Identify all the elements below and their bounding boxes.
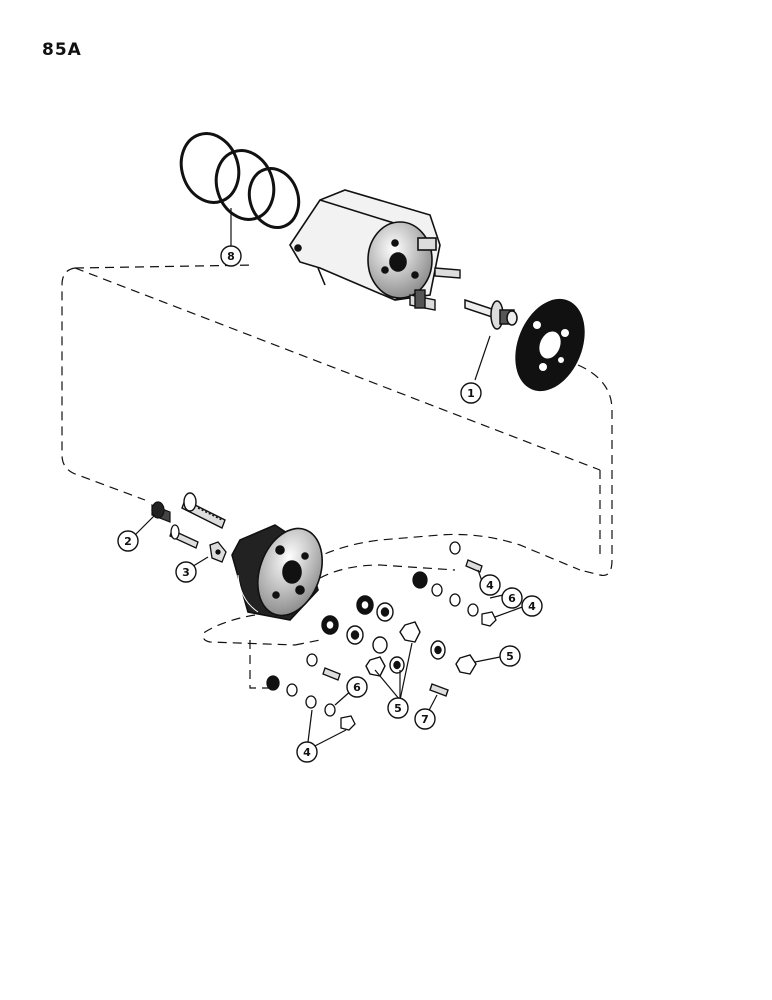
- terminal-stud: [409, 267, 461, 311]
- svg-text:5: 5: [506, 650, 514, 663]
- callout-6-lower: 6: [346, 676, 368, 698]
- svg-text:8: 8: [227, 250, 235, 263]
- callout-4-lower: 4: [296, 741, 318, 763]
- callout-6-upper: 6: [501, 587, 523, 609]
- contact-disc: [515, 298, 585, 392]
- washer-nut-group-upper: [412, 541, 497, 627]
- svg-text:6: 6: [508, 592, 516, 605]
- small-screw: [169, 524, 199, 549]
- callout-8: 8: [220, 245, 242, 267]
- dashed-assembly-line: [61, 264, 613, 689]
- svg-text:2: 2: [124, 535, 132, 548]
- callout-4-upper: 4: [479, 574, 501, 596]
- callout-1: 1: [460, 382, 482, 404]
- cover-screw: [181, 492, 226, 529]
- callout-7: 7: [414, 708, 436, 730]
- svg-text:7: 7: [421, 713, 429, 726]
- svg-text:5: 5: [394, 702, 402, 715]
- svg-text:4: 4: [303, 746, 311, 759]
- svg-text:4: 4: [486, 579, 494, 592]
- solenoid-end-cover: [231, 524, 323, 621]
- spring-coil-small: [151, 501, 171, 523]
- svg-text:1: 1: [467, 387, 475, 400]
- callout-3: 3: [175, 561, 197, 583]
- page-number: 85A: [42, 40, 82, 60]
- callout-5-middle: 5: [387, 697, 409, 719]
- washer-nut-group-lower: [266, 653, 356, 731]
- washer-nut-group-middle: [321, 595, 477, 697]
- svg-text:6: 6: [353, 681, 361, 694]
- svg-text:4: 4: [528, 600, 536, 613]
- solenoid-housing: [289, 189, 441, 301]
- lock-tab: [209, 541, 227, 563]
- plunger: [464, 298, 518, 330]
- callout-5-right: 5: [499, 645, 521, 667]
- callout-2: 2: [117, 530, 139, 552]
- callout-4-right: 4: [521, 595, 543, 617]
- coil-spring: [179, 132, 301, 229]
- svg-text:3: 3: [182, 566, 190, 579]
